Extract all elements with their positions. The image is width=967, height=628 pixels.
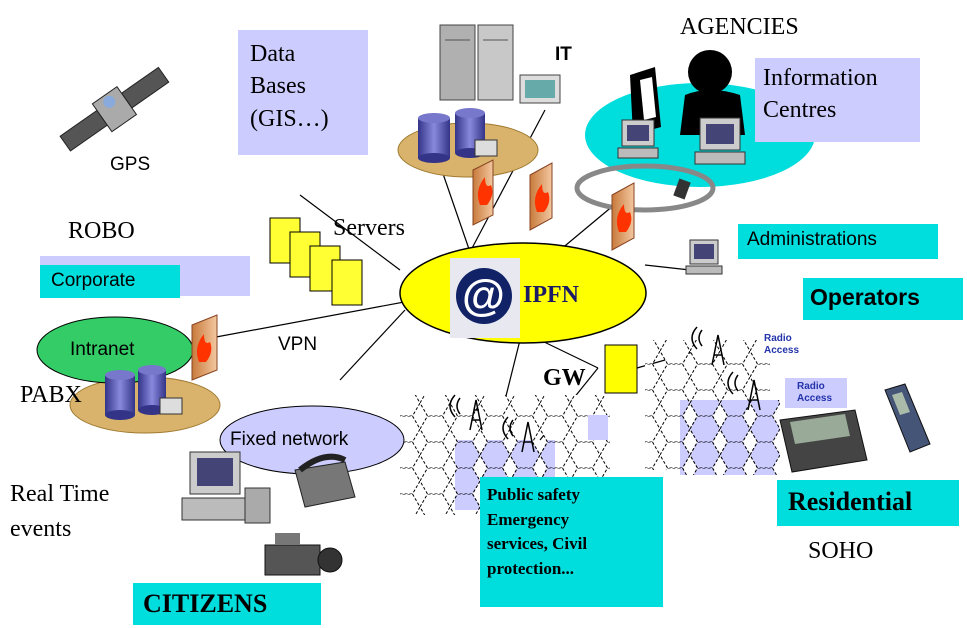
residential-box: [777, 480, 959, 526]
administrations-box: [738, 224, 938, 259]
at-logo-icon: [456, 268, 512, 324]
agencies-ring-network: [574, 163, 716, 213]
camcorder-icon: [264, 533, 343, 576]
corporate-box: [40, 265, 180, 298]
radio-access-label-1: Radio Access: [764, 333, 800, 356]
citizens-label: CITIZENS: [143, 589, 268, 618]
real-time-events-label: Real Time events: [10, 481, 110, 542]
workstation-icon: [181, 451, 271, 524]
gw-label: GW: [543, 365, 586, 391]
information-centres-label: Information Centres: [763, 65, 878, 124]
workstation-icon: [617, 117, 746, 275]
cell-grid-right-coverage: [680, 400, 780, 475]
small-lavender-box: [588, 415, 608, 440]
administrations-label: Administrations: [747, 229, 877, 250]
fixed-network-label: Fixed network: [230, 429, 349, 450]
document-stack-icon: [269, 217, 363, 306]
gateway-box: [604, 344, 638, 394]
pabx-label: PABX: [20, 382, 82, 408]
corporate-label: Corporate: [51, 270, 136, 291]
robo-label: ROBO: [68, 218, 135, 244]
operators-label: Operators: [810, 284, 920, 310]
public-safety-label: Public safety Emergency services, Civil …: [487, 485, 588, 578]
intranet-label: Intranet: [70, 339, 135, 360]
residential-label: Residential: [788, 487, 913, 516]
information-centres-box: [755, 58, 920, 142]
servers-label: Servers: [333, 215, 405, 241]
at-symbol: @: [462, 271, 505, 320]
satellite-icon: [59, 66, 170, 152]
it-label: IT: [555, 44, 572, 65]
headset-operator-icon: [630, 50, 745, 135]
firewall-icon: [191, 159, 635, 381]
pabx-database-icon: [105, 365, 183, 420]
data-bases-box: [238, 30, 368, 155]
ipfn-label: IPFN: [523, 282, 579, 308]
mobile-phone-icon: [884, 383, 931, 453]
radio-access-box-2: [785, 378, 847, 408]
vpn-label: VPN: [278, 334, 318, 355]
gps-label: GPS: [110, 154, 151, 175]
server-tower-icon: [439, 24, 561, 104]
citizens-box: [133, 583, 321, 625]
telephone-icon: [294, 453, 356, 508]
radio-access-label-2: Radio Access: [797, 381, 833, 404]
soho-label: SOHO: [808, 538, 874, 564]
operators-box: [803, 278, 963, 320]
agencies-label: AGENCIES: [680, 14, 799, 40]
database-icon: [418, 108, 498, 163]
public-safety-box: [480, 477, 663, 607]
pda-icon: [779, 409, 868, 473]
data-bases-label: Data Bases (GIS…): [250, 41, 329, 132]
radio-tower-icon: [449, 326, 761, 453]
